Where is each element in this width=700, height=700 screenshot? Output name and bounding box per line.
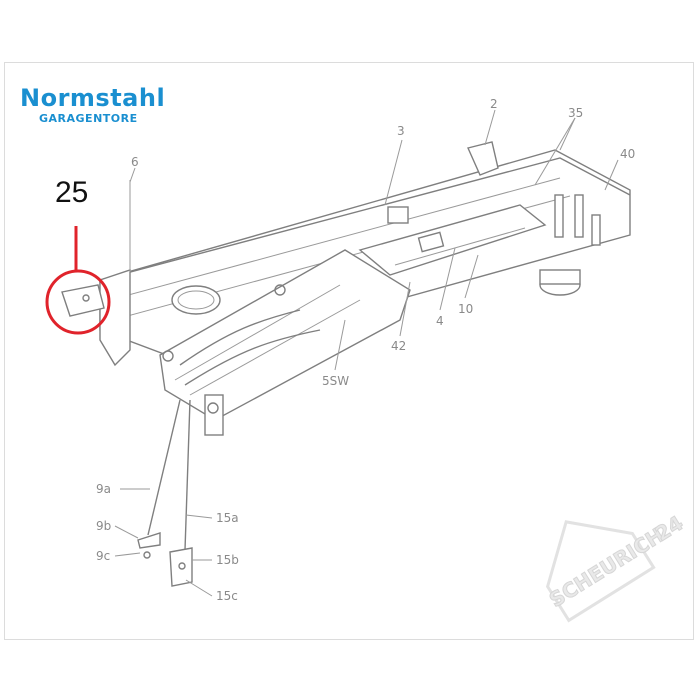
brand-logo: Normstahl [20, 84, 166, 112]
drive-wheel [171, 285, 221, 315]
scheurich-watermark: SCHEURICH 24 [544, 510, 688, 623]
carriage-5sw [159, 249, 411, 421]
inner-track [358, 204, 547, 276]
bracket-2 [467, 141, 499, 176]
bracket-15b [169, 547, 193, 587]
brand-subtitle: GARAGENTORE [39, 112, 138, 125]
label-9a: 9a [96, 482, 111, 496]
label-3: 3 [397, 124, 405, 138]
label-10: 10 [458, 302, 473, 316]
diagram-frame [4, 62, 694, 640]
callout-circle [45, 269, 111, 335]
label-15c: 15c [216, 589, 238, 603]
mount-bracket [61, 284, 105, 317]
carriage-foot [204, 394, 224, 436]
label-42: 42 [391, 339, 406, 353]
callout-number: 25 [55, 176, 89, 209]
label-6: 6 [131, 155, 139, 169]
label-40: 40 [620, 147, 635, 161]
label-9c: 9c [96, 549, 110, 563]
label-35: 35 [568, 106, 583, 120]
label-5sw: 5SW [322, 374, 349, 388]
label-9b: 9b [96, 519, 111, 533]
label-15a: 15a [216, 511, 239, 525]
label-2: 2 [490, 97, 498, 111]
label-4: 4 [436, 314, 444, 328]
label-15b: 15b [216, 553, 239, 567]
